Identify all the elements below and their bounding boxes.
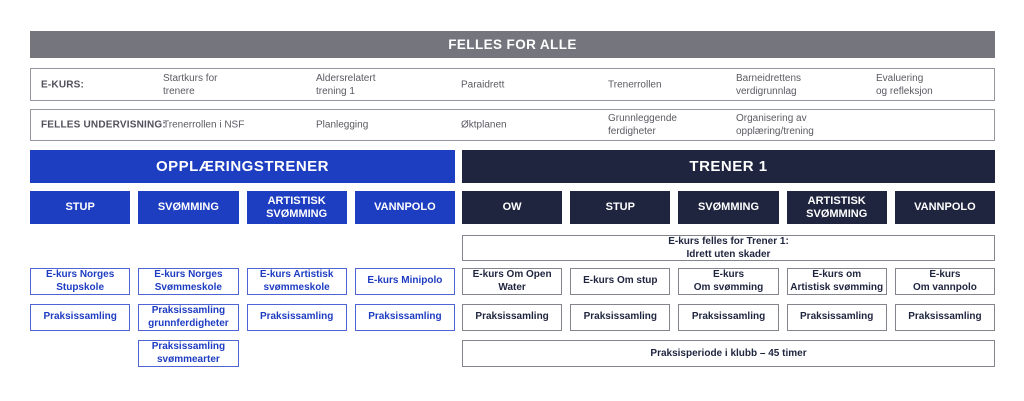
ekurs-row-label: E-KURS: (41, 79, 85, 90)
felles-undervisning-row: FELLES UNDERVISNING: Trenerrollen i NSF … (30, 109, 995, 141)
ekurs-box-minipolo[interactable]: E-kurs Minipolo (354, 268, 455, 295)
sport-button-ow[interactable]: OW (462, 191, 563, 224)
fu-item-organisering: Organisering av opplæring/trening (736, 113, 814, 137)
t1-praksissamling-box-stup[interactable]: Praksissamling (570, 304, 671, 331)
sport-button-svomming[interactable]: SVØMMING (138, 191, 239, 224)
fu-item-grunnleggende: Grunnleggende ferdigheter (608, 113, 677, 137)
sport-button-t1-artistisk-svomming[interactable]: ARTISTISK SVØMMING (786, 191, 887, 224)
ekurs-box-om-artistisk-svomming[interactable]: E-kurs om Artistisk svømming (786, 268, 887, 295)
t1-praksissamling-box-svomming[interactable]: Praksissamling (678, 304, 779, 331)
section-header-trener1: TRENER 1 (462, 150, 995, 183)
ekurs-box-om-stup[interactable]: E-kurs Om stup (570, 268, 671, 295)
ekurs-item-aldersrelatert: Aldersrelatert trening 1 (316, 72, 376, 97)
praksissamling-box-artistisk[interactable]: Praksissamling (246, 304, 347, 331)
t1-praksissamling-box-artistisk[interactable]: Praksissamling (786, 304, 887, 331)
sport-button-t1-stup[interactable]: STUP (570, 191, 671, 224)
ekurs-box-norges-svommeskole[interactable]: E-kurs Norges Svømmeskole (138, 268, 239, 295)
sport-button-artistisk-svomming[interactable]: ARTISTISK SVØMMING (246, 191, 347, 224)
section-header-opplaeringstrener: OPPLÆRINGSTRENER (30, 150, 455, 183)
ekurs-box-open-water[interactable]: E-kurs Om Open Water (462, 268, 563, 295)
opplaering-praksis-extra-row: Praksissamling svømmearter (30, 340, 455, 367)
felles-for-alle-banner: FELLES FOR ALLE (30, 31, 995, 58)
ekurs-item-barneidrettens: Barneidrettens verdigrunnlag (736, 72, 802, 97)
fu-item-planlegging: Planlegging (316, 119, 369, 131)
praksissamling-box-grunnferdigheter[interactable]: Praksissamling grunnferdigheter (138, 304, 239, 331)
sport-button-t1-vannpolo[interactable]: VANNPOLO (894, 191, 996, 224)
fu-item-trenerrollen-nsf: Trenerrollen i NSF (163, 119, 245, 131)
ekurs-box-norges-stupskole[interactable]: E-kurs Norges Stupskole (30, 268, 131, 295)
praksissamling-box-vannpolo[interactable]: Praksissamling (354, 304, 455, 331)
t1-praksissamling-box-vannpolo[interactable]: Praksissamling (894, 304, 996, 331)
ekurs-box-artistisk-svommeskole[interactable]: E-kurs Artistisk svømmeskole (246, 268, 347, 295)
ekurs-row: E-KURS: Startkurs for trenere Aldersrela… (30, 68, 995, 101)
trener1-sports-row: OW STUP SVØMMING ARTISTISK SVØMMING VANN… (462, 191, 996, 224)
ekurs-item-evaluering: Evaluering og refleksjon (876, 72, 933, 97)
ekurs-box-om-svomming[interactable]: E-kurs Om svømming (678, 268, 779, 295)
fu-item-oktplanen: Øktplanen (461, 119, 507, 131)
sport-button-t1-svomming[interactable]: SVØMMING (678, 191, 779, 224)
ekurs-box-om-vannpolo[interactable]: E-kurs Om vannpolo (894, 268, 996, 295)
sport-button-vannpolo[interactable]: VANNPOLO (354, 191, 455, 224)
sport-button-stup[interactable]: STUP (30, 191, 131, 224)
trener1-felles-ekurs-box[interactable]: E-kurs felles for Trener 1: Idrett uten … (462, 235, 995, 261)
opplaering-ekurs-row: E-kurs Norges Stupskole E-kurs Norges Sv… (30, 268, 455, 295)
praksisperiode-box[interactable]: Praksisperiode i klubb – 45 timer (462, 340, 995, 367)
opplaering-sports-row: STUP SVØMMING ARTISTISK SVØMMING VANNPOL… (30, 191, 455, 224)
opplaering-praksis-row: Praksissamling Praksissamling grunnferdi… (30, 304, 455, 331)
t1-praksissamling-box-ow[interactable]: Praksissamling (462, 304, 563, 331)
ekurs-item-paraidrett: Paraidrett (461, 79, 505, 90)
felles-undervisning-label: FELLES UNDERVISNING: (41, 119, 166, 131)
trener1-praksis-row: Praksissamling Praksissamling Praksissam… (462, 304, 996, 331)
ekurs-item-startkurs: Startkurs for trenere (163, 72, 218, 97)
ekurs-item-trenerrollen: Trenerrollen (608, 79, 662, 90)
praksissamling-box-stup[interactable]: Praksissamling (30, 304, 131, 331)
trener1-ekurs-row: E-kurs Om Open Water E-kurs Om stup E-ku… (462, 268, 996, 295)
praksissamling-svommearter-box[interactable]: Praksissamling svømmearter (138, 340, 239, 367)
